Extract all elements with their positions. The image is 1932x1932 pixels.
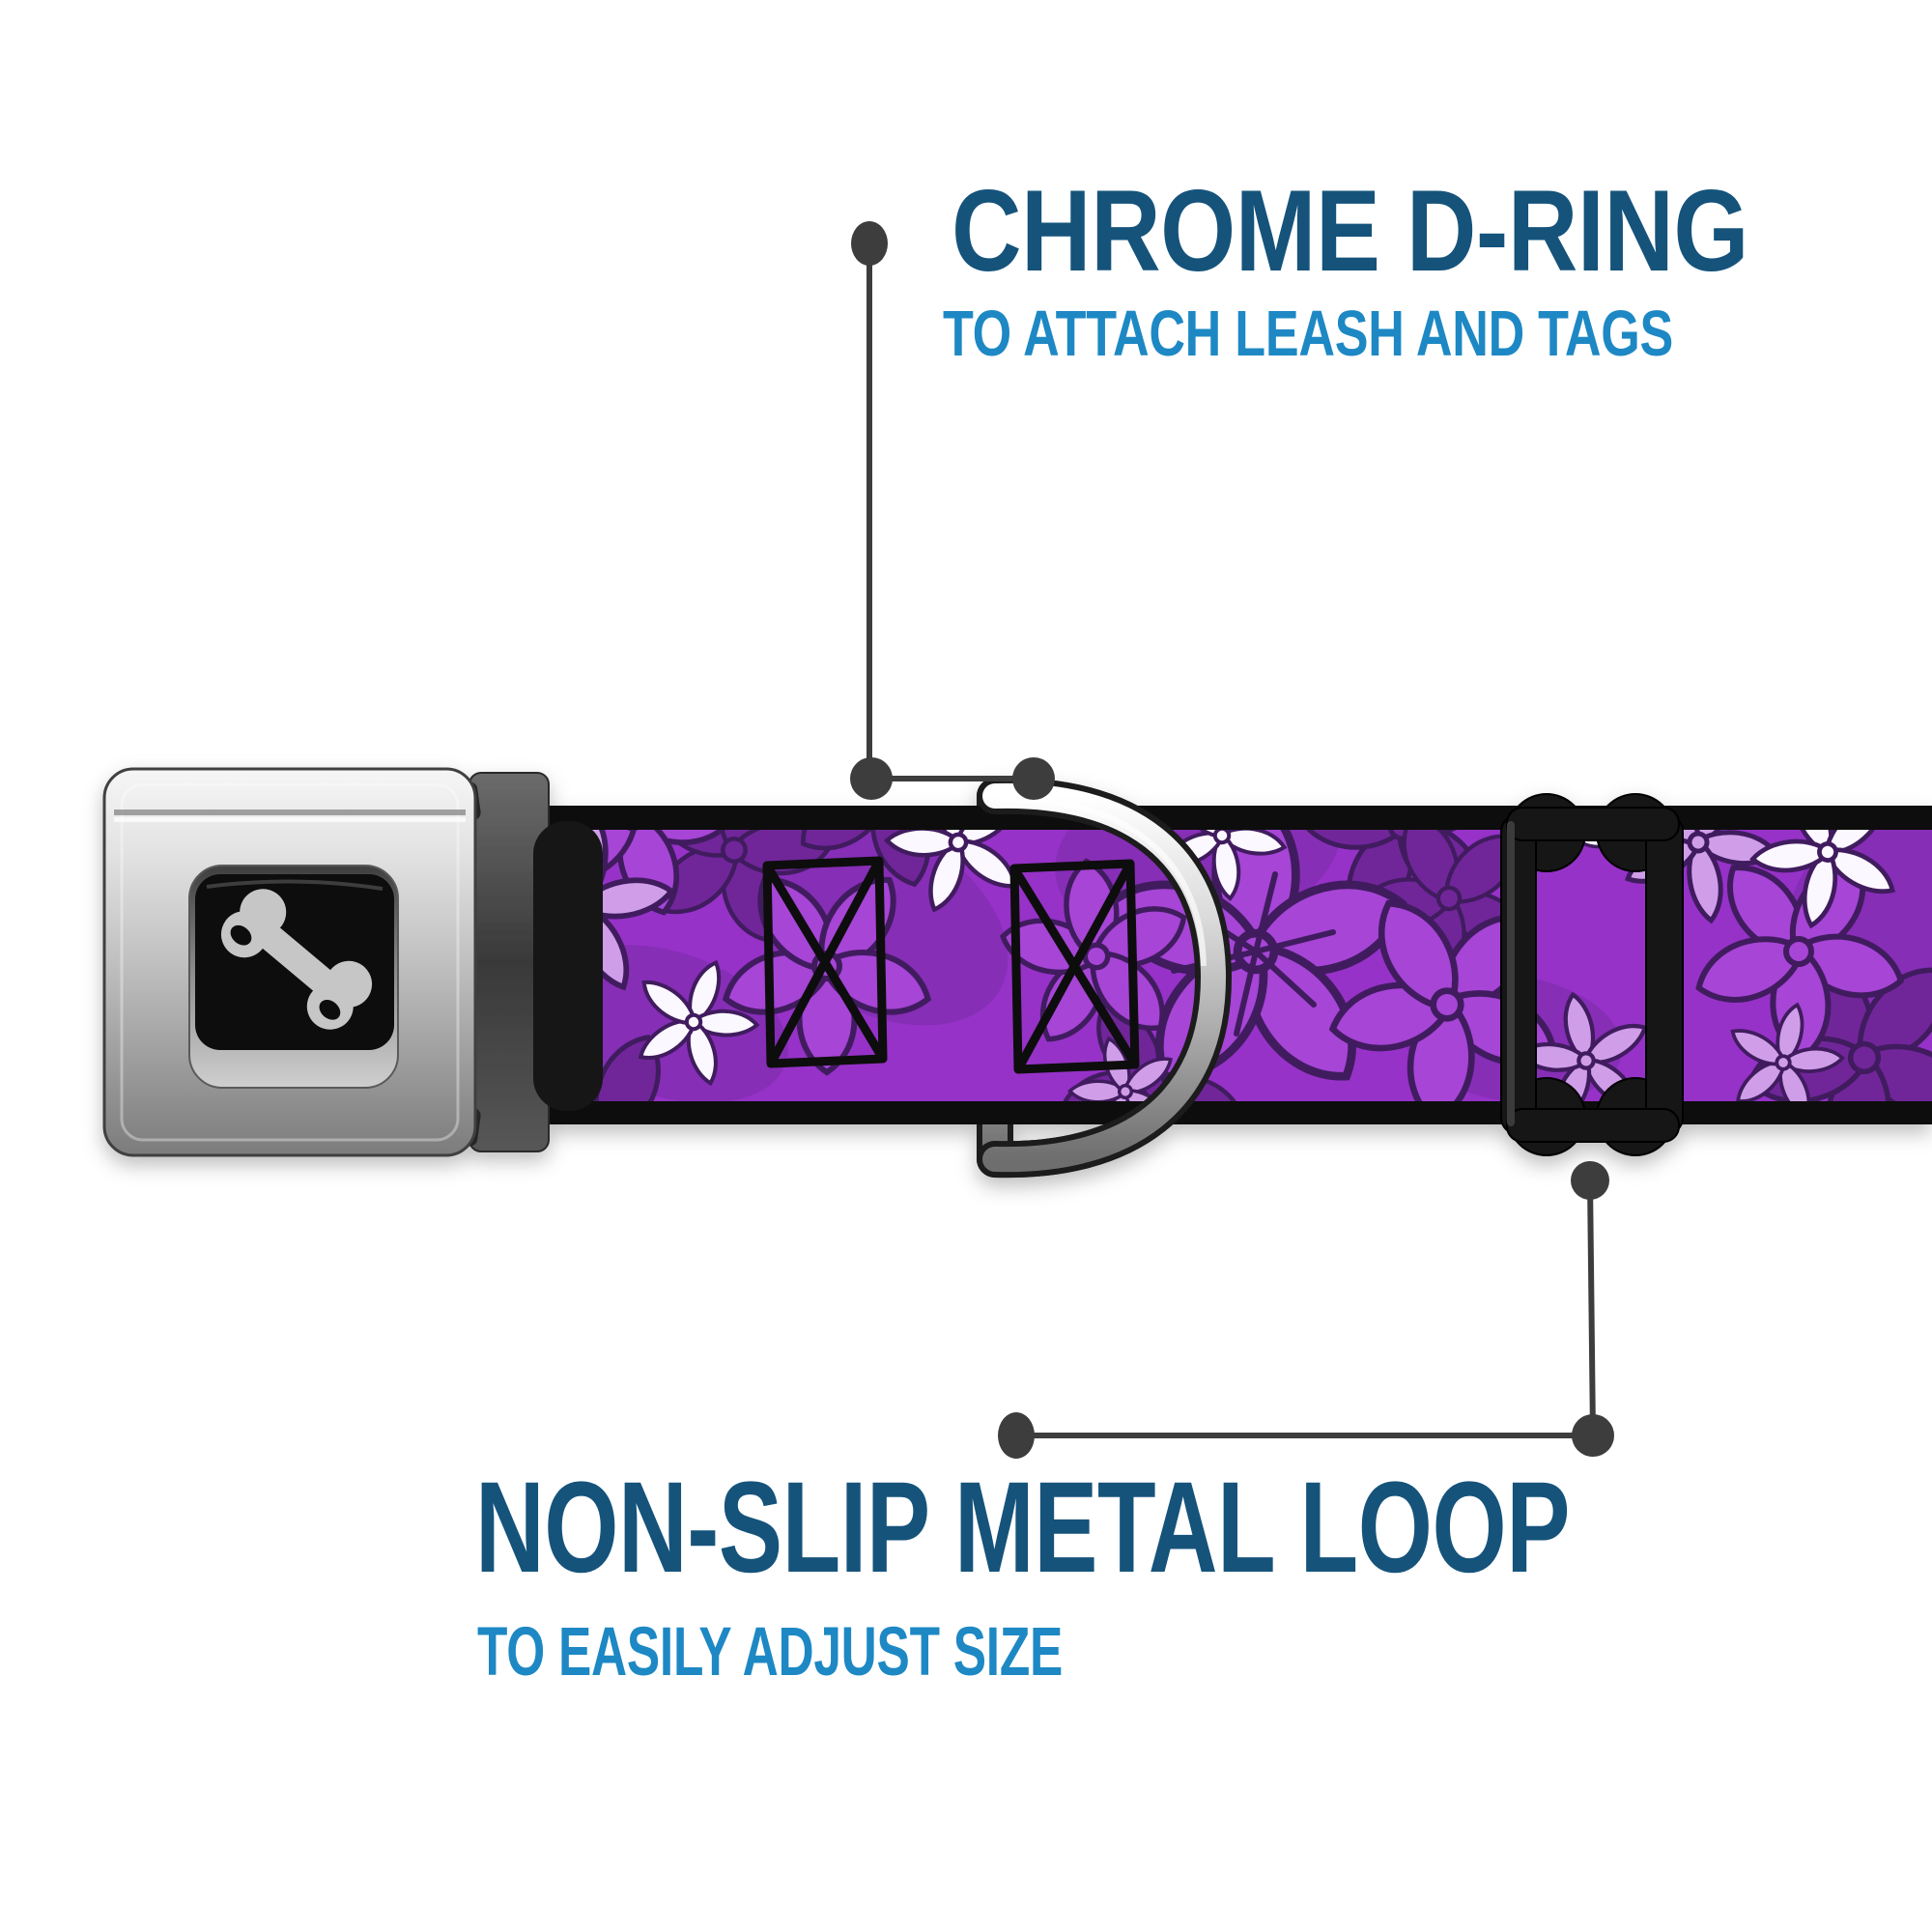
seatbelt-buckle (102, 767, 603, 1157)
adjuster-slider (1500, 793, 1684, 1156)
slider-right-rail (1645, 814, 1684, 1135)
stitch-box (1009, 859, 1140, 1074)
bottom-callout-subtitle: TO EASILY ADJUST SIZE (477, 1614, 1063, 1690)
slider-bottom-bar (1506, 1108, 1680, 1143)
buckle-bevel (120, 782, 460, 1142)
buckle-groove (114, 810, 466, 815)
dog-bone-icon (220, 889, 373, 1030)
webbing-bottom-edge (529, 1101, 1932, 1124)
bottom-callout-title: NON-SLIP METAL LOOP (475, 1456, 1570, 1600)
callout-line (1587, 1179, 1596, 1436)
callout-dot (1572, 1414, 1614, 1457)
callouts (850, 221, 1614, 1459)
d-ring (977, 777, 1233, 1179)
buckle-clamp-tab (533, 821, 603, 1111)
callout-dot (1012, 757, 1055, 800)
slider-left-rail (1500, 814, 1537, 1135)
stitch-box (762, 856, 888, 1068)
callout-dot (850, 757, 893, 800)
buckle-groove-highlight (114, 817, 466, 822)
callout-dot (998, 1412, 1035, 1459)
callout-dot (1571, 1161, 1609, 1200)
top-callout-subtitle: TO ATTACH LEASH AND TAGS (943, 298, 1673, 370)
dog-collar (102, 767, 1932, 1179)
top-callout-title: CHROME D-RING (952, 166, 1749, 296)
logo-plate-gloss (206, 879, 384, 891)
callout-dot (851, 221, 888, 266)
slider-top-bar (1506, 807, 1680, 841)
slider-highlight (1507, 821, 1515, 1126)
webbing-top-edge (529, 806, 1932, 830)
